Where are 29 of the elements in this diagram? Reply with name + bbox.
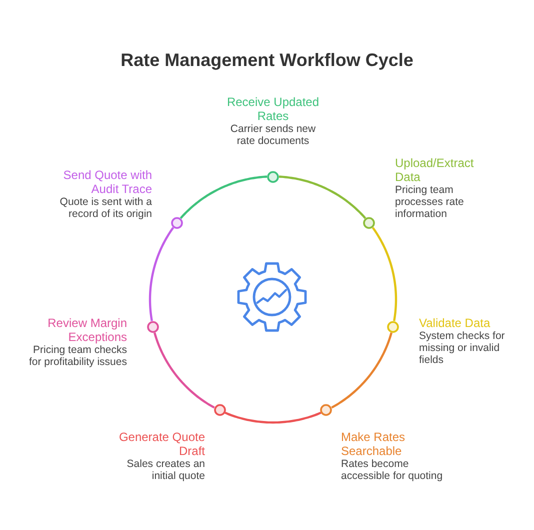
cycle-arc <box>278 176 366 219</box>
cycle-arc <box>148 226 174 322</box>
step-title: Upload/Extract Data <box>395 156 475 184</box>
step-dot <box>214 404 226 416</box>
step-title: Validate Data <box>419 316 492 330</box>
step-dot <box>267 170 279 182</box>
cycle-arc <box>224 412 322 424</box>
step-title: Generate Quote Draft <box>118 430 205 458</box>
step-description: Pricing team checks for profitability issues <box>28 344 127 368</box>
cycle-arc <box>331 332 392 409</box>
step-dot <box>386 320 399 333</box>
diagram-title: Rate Management Workflow Cycle <box>120 49 414 71</box>
step-title: Receive Updated Rates <box>226 95 320 123</box>
step-title: Send Quote with Audit Trace <box>62 168 152 196</box>
step-description: Sales creates an initial quote <box>126 458 205 482</box>
step-description: Quote is sent with a record of its origin <box>58 196 152 220</box>
step-dot <box>363 216 376 229</box>
step-description: System checks for missing or invalid fields <box>419 330 506 366</box>
step-dot <box>170 216 183 229</box>
step-dot <box>320 404 332 416</box>
step-dot <box>147 320 160 333</box>
step-description: Rates become accessible for quoting <box>341 458 444 482</box>
step-description: Pricing team processes rate information <box>395 184 465 220</box>
step-title: Make Rates Searchable <box>341 430 406 458</box>
cycle-arc <box>154 332 215 409</box>
cycle-arc <box>180 176 268 219</box>
step-title: Review Margin Exceptions <box>46 316 127 344</box>
step-description: Carrier sends new rate documents <box>230 123 316 147</box>
cycle-arc <box>372 226 398 322</box>
